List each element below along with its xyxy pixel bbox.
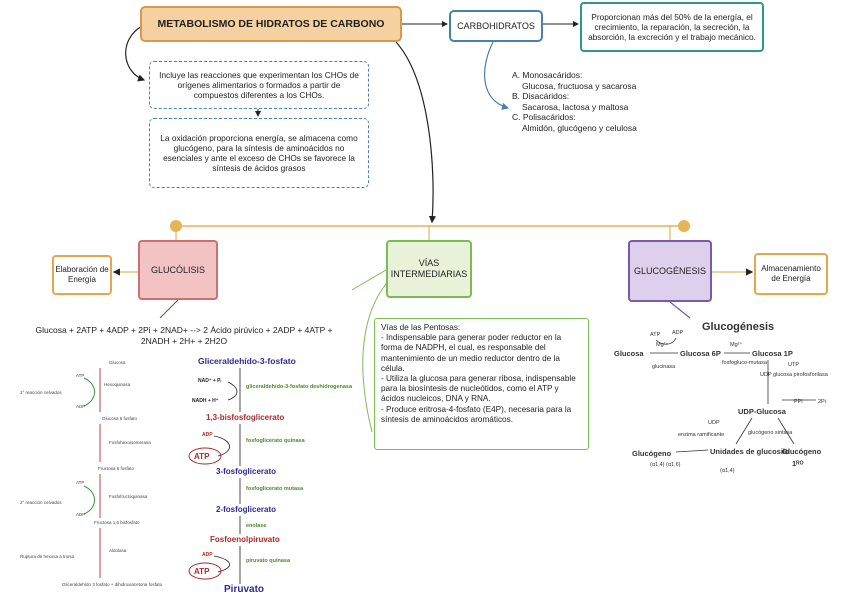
gd-pk: piruvato quinasa bbox=[246, 558, 291, 564]
lc-reaccion1: 1° reacción celvados bbox=[20, 390, 62, 395]
gg-adp: ADP bbox=[672, 330, 684, 336]
gg-glucosa1p: Glucosa 1P bbox=[752, 349, 793, 358]
glucogenesis-node: GLUCOGÉNESIS bbox=[628, 240, 712, 302]
glycolysis-detail-figure: Gliceraldehído-3-fosfato NAD⁺ + Pᵢ NADH … bbox=[188, 356, 353, 595]
lc-f16: Fructosa 1,6 bisfosfato bbox=[94, 520, 140, 525]
gg-glucinasa: glucinasa bbox=[652, 364, 676, 370]
gg-primer: 1ᴿᴼ bbox=[792, 459, 804, 468]
gg-a14: (α1,4) bbox=[720, 468, 735, 474]
gd-pg2: 2-fosfoglicerato bbox=[216, 505, 276, 514]
mono-items: Glucosa, fructuosa y sacarosa bbox=[522, 80, 637, 91]
lc-g6f: Glucosa 6 fosfato bbox=[102, 416, 138, 421]
gd-adp1: ADP bbox=[202, 432, 213, 438]
gg-udp-glucosa: UDP-Glucosa bbox=[738, 407, 787, 416]
elaboracion-node: Elaboración de Energía bbox=[52, 255, 112, 295]
poli-label: C. Polisacáridos: bbox=[512, 112, 576, 123]
gg-2pi: 2Pi bbox=[818, 399, 826, 405]
gd-enolase: enolase bbox=[246, 523, 266, 529]
gg-utp: UTP bbox=[788, 362, 799, 368]
gg-udp-pirofosforilasa: UDP glucosa pirofosforilasa bbox=[760, 372, 829, 378]
lc-ruptura: Ruptura de hexosa a triosa bbox=[20, 554, 75, 559]
pentosas-point-1: - Indispensable para generar poder reduc… bbox=[381, 333, 562, 373]
lc-adp2: ADP bbox=[76, 512, 85, 517]
lc-hexoquinasa: Hexoquinasa bbox=[104, 382, 131, 387]
pentosas-point-3: - Produce eritrosa-4-fosfato (E4P), nece… bbox=[381, 404, 572, 424]
gg-unidades: Unidades de glucosilo bbox=[710, 447, 790, 456]
lc-reaccion2: 2° reacción celvados bbox=[20, 500, 62, 505]
gd-pep: Fosfoenolpiruvato bbox=[210, 535, 280, 544]
mono-label: A. Monosacáridos: bbox=[512, 70, 583, 80]
oxidacion-node: La oxidación proporciona energía, se alm… bbox=[149, 118, 369, 188]
gg-fosfoglucomutasa: fosfogluco-mutasa bbox=[722, 360, 768, 366]
gg-mg2: Mg²⁺ bbox=[730, 341, 742, 348]
proporcionan-node: Proporcionan más del 50% de la energía, … bbox=[580, 2, 764, 52]
gd-atp1: ATP bbox=[194, 452, 210, 461]
main-title: METABOLISMO DE HIDRATOS DE CARBONO bbox=[140, 6, 402, 42]
pentosas-point-2: - Utiliza la glucosa para generar ribosa… bbox=[381, 374, 576, 404]
gg-glucogeno1: Glucógeno bbox=[782, 447, 822, 456]
glucolisis-node: GLUCÓLISIS bbox=[138, 240, 218, 300]
gg-atp: ATP bbox=[650, 332, 661, 338]
lc-adp1: ADP bbox=[76, 404, 85, 409]
di-items: Sacarosa, lactosa y maltosa bbox=[522, 101, 629, 112]
pentosas-node: Vías de las Pentosas: - Indispensable pa… bbox=[374, 318, 589, 450]
almacenamiento-node: Almacenamiento de Energía bbox=[754, 253, 828, 295]
gg-ppi: PPi bbox=[794, 399, 803, 405]
gd-gapdh: gliceraldehído-3-fosfato deshidrogenasa bbox=[246, 384, 353, 390]
vias-intermediarias-node: VÍAS INTERMEDIARIAS bbox=[386, 240, 472, 298]
incluye-node: Incluye las reacciones que experimentan … bbox=[149, 61, 369, 109]
lc-fosfohexoisomerasa: Fosfohexoisomerasa bbox=[109, 440, 151, 445]
gd-gap: Gliceraldehído-3-fosfato bbox=[198, 356, 296, 366]
gd-piruvato: Piruvato bbox=[224, 584, 264, 595]
gg-glucogeno: Glucógeno bbox=[632, 449, 672, 458]
carb-classification-list: A. Monosacáridos: Glucosa, fructuosa y s… bbox=[512, 70, 712, 134]
lc-final: Gliceraldehído 3 fosfato + dihidroxiacet… bbox=[62, 582, 163, 587]
equation-line-2: 2NADH + 2H+ + 2H2O bbox=[140, 336, 228, 346]
pentosas-heading: Vías de las Pentosas: bbox=[381, 323, 461, 332]
gg-udp: UDP bbox=[708, 420, 720, 426]
equation-line-1: Glucosa + 2ATP + 4ADP + 2Pi + 2NAD+ --> … bbox=[35, 325, 333, 335]
lc-atp2: ATP bbox=[76, 480, 84, 485]
lc-atp1: ATP bbox=[76, 373, 84, 378]
gg-enzima-ramificante: enzima ramificante bbox=[678, 432, 724, 438]
di-label: B. Disacáridos: bbox=[512, 91, 570, 102]
gd-pgk: fosfoglicerato quinasa bbox=[246, 438, 306, 444]
lc-fosfofructoquinasa: Fosfofructoquinasa bbox=[109, 494, 148, 499]
gd-bpg: 1,3-bisfosfoglicerato bbox=[206, 413, 284, 422]
gd-adp2: ADP bbox=[202, 552, 213, 558]
glucogenesis-detail-figure: Glucogénesis ATP ADP Mg²⁺ Mg²⁺ glucinasa… bbox=[614, 321, 829, 474]
gd-nad: NAD⁺ + Pᵢ bbox=[198, 378, 222, 384]
lc-f6f: Fructosa 6 fosfato bbox=[98, 466, 135, 471]
gg-a14a16: (α1,4) (α1,6) bbox=[650, 462, 681, 468]
gd-atp2: ATP bbox=[194, 567, 210, 576]
gg-glucogeno-sintasa: glucógeno sintasa bbox=[748, 430, 793, 436]
gg-mg: Mg²⁺ bbox=[656, 341, 668, 348]
lc-glucosa: Glucosa bbox=[109, 360, 126, 365]
lc-aldolasa: Aldolasa bbox=[109, 548, 127, 553]
carbohidratos-node: CARBOHIDRATOS bbox=[449, 10, 543, 42]
glycolysis-equation: Glucosa + 2ATP + 4ADP + 2Pi + 2NAD+ --> … bbox=[14, 325, 354, 347]
gg-glucosa: Glucosa bbox=[614, 349, 644, 358]
gg-title: Glucogénesis bbox=[702, 321, 774, 333]
gd-pgm: fosfoglicerato mutasa bbox=[246, 486, 304, 492]
gd-nadh: NADH + H⁺ bbox=[192, 398, 219, 404]
glycolysis-chain-figure: Glucosa Hexoquinasa ATP ADP 1° reacción … bbox=[20, 360, 163, 587]
poli-items: Almidón, glucógeno y celulosa bbox=[522, 122, 637, 133]
gg-glucosa6p: Glucosa 6P bbox=[680, 349, 721, 358]
gd-pg3: 3-fosfoglicerato bbox=[216, 467, 276, 476]
